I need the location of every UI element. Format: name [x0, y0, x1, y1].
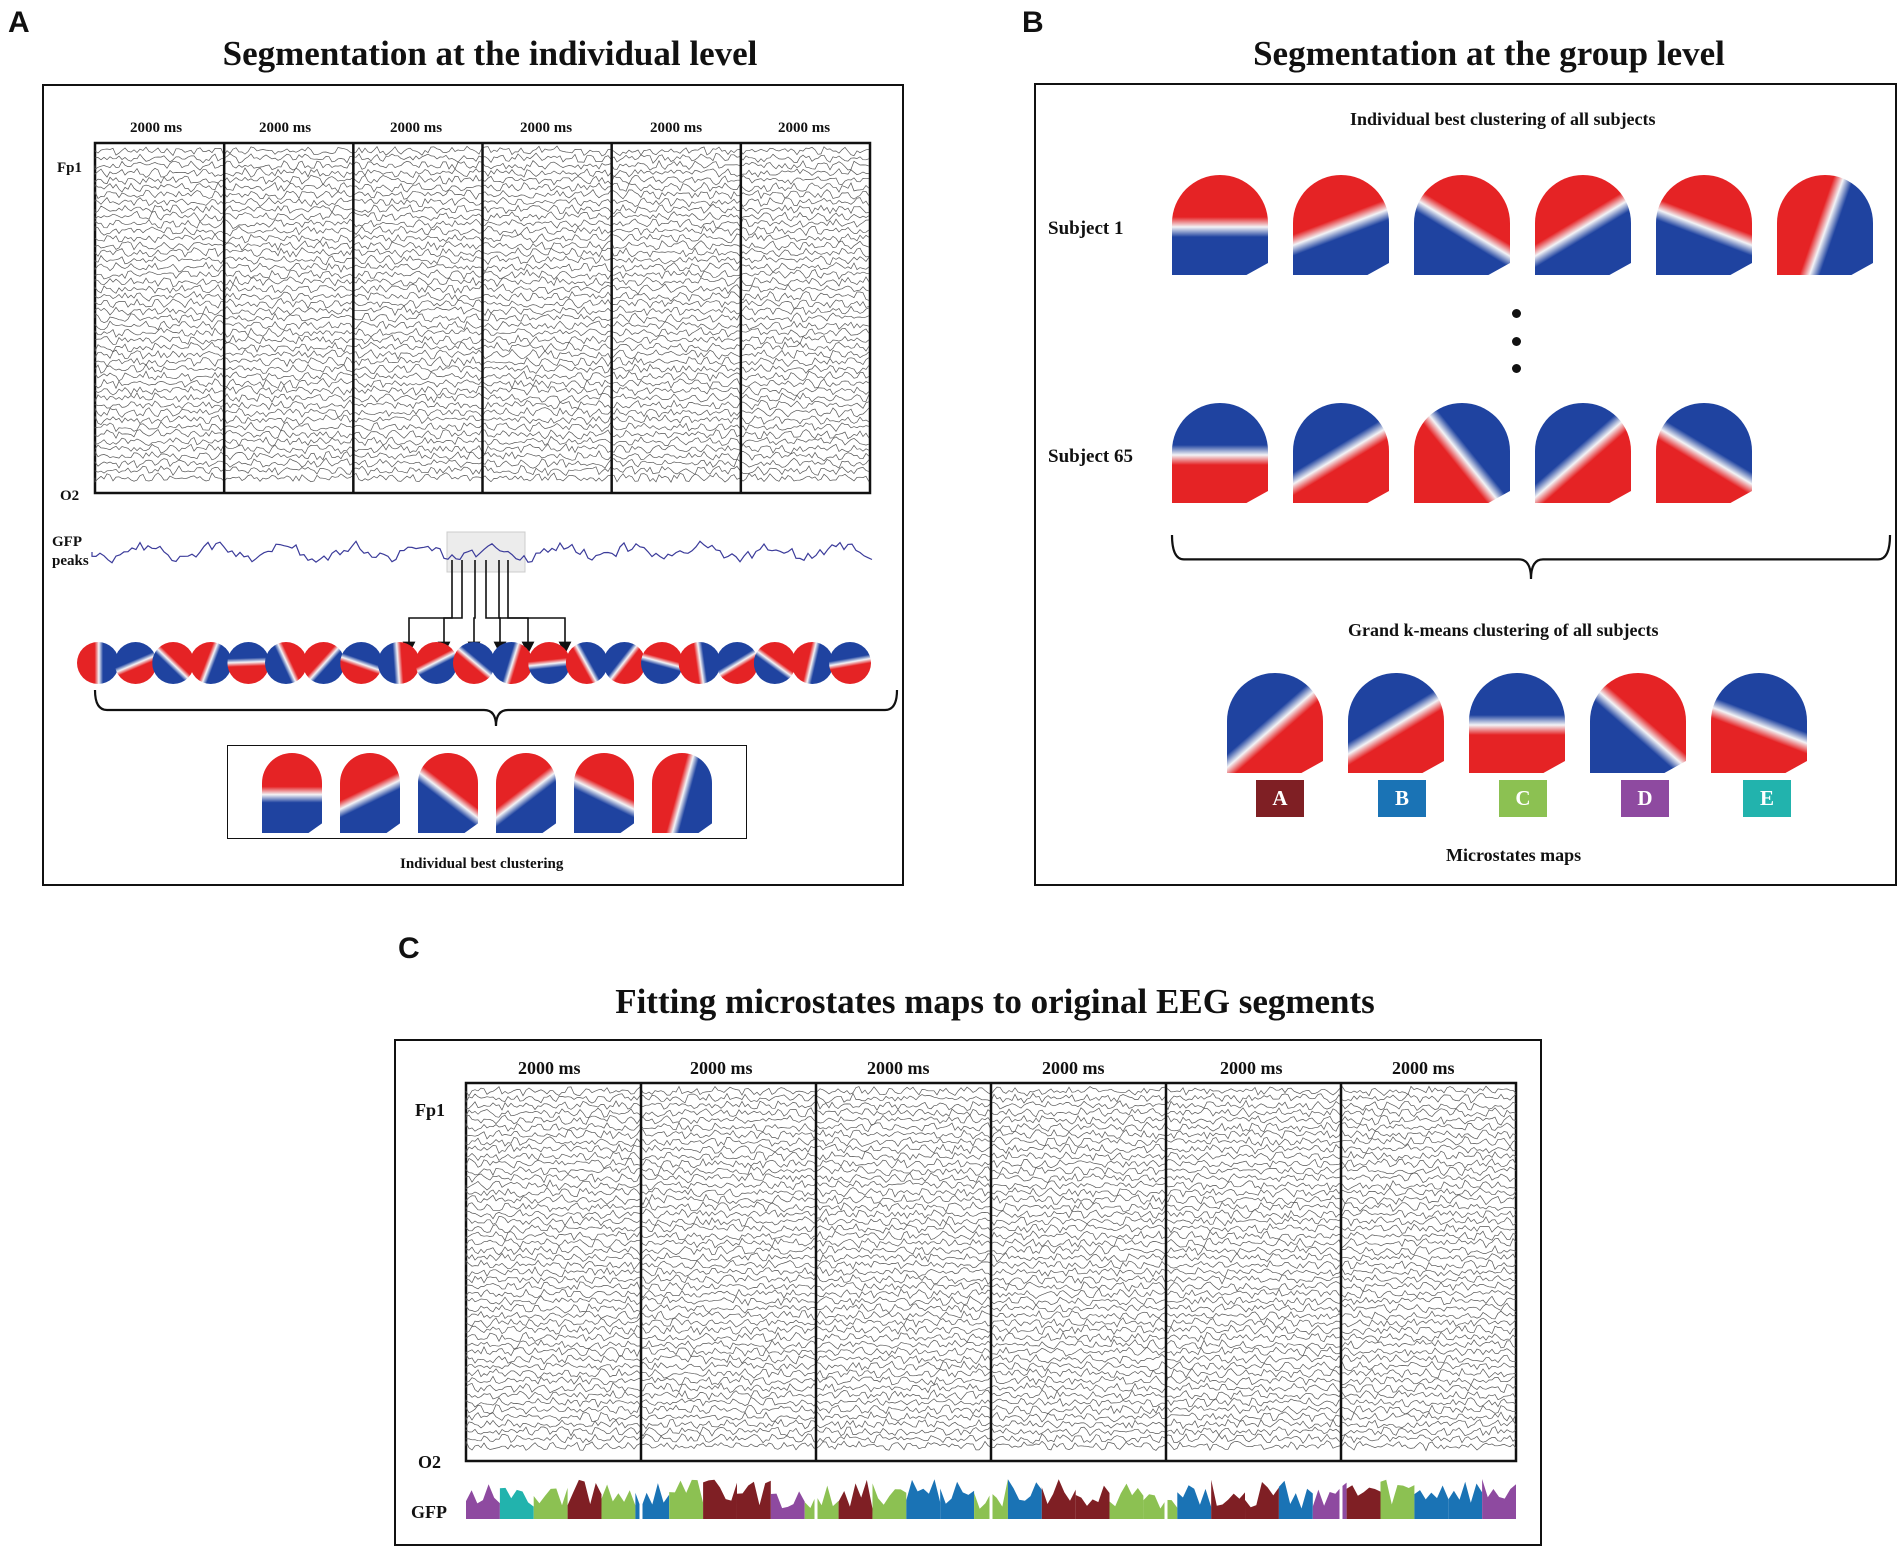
- individual-clustering-caption: Individual best clustering: [400, 856, 564, 872]
- eeg-traces-panel-a: [93, 141, 872, 495]
- grand-microstate-maps: [1227, 673, 1807, 773]
- microstate-box-d: D: [1621, 780, 1669, 817]
- eeg-traces-panel-c: [464, 1081, 1518, 1463]
- peak-arrows: [402, 560, 572, 655]
- panel-b-letter: B: [1022, 6, 1044, 39]
- channel-label-bottom: O2: [418, 1452, 442, 1472]
- gfp-peak-maps-row: [77, 642, 871, 684]
- segment-label: 2000 ms: [867, 1058, 930, 1078]
- segment-label: 2000 ms: [778, 120, 831, 136]
- segment-label: 2000 ms: [1042, 1058, 1105, 1078]
- ellipsis-dot: [1512, 337, 1521, 346]
- individual-clusters-box: [227, 745, 747, 839]
- gfp-label-line2: peaks: [52, 553, 89, 569]
- panel-a-frame: [42, 84, 904, 886]
- segment-label: 2000 ms: [690, 1058, 753, 1078]
- panel-a-title: Segmentation at the individual level: [222, 34, 758, 73]
- channel-label-bottom: O2: [60, 488, 80, 504]
- subject-first-label: Subject 1: [1048, 218, 1124, 239]
- segment-label: 2000 ms: [518, 1058, 581, 1078]
- channel-label-top: Fp1: [57, 160, 83, 176]
- gfp-label-line1: GFP: [52, 534, 82, 550]
- panel-c-title: Fitting microstates maps to original EEG…: [615, 982, 1375, 1021]
- ellipsis-dot: [1512, 364, 1521, 373]
- panel-c-letter: C: [398, 932, 420, 965]
- segment-label: 2000 ms: [520, 120, 573, 136]
- panel-c-frame: [394, 1039, 1542, 1546]
- gfp-microstate-fit: [466, 1471, 1516, 1519]
- microstate-box-e: E: [1743, 780, 1791, 817]
- grand-heading: Grand k-means clustering of all subjects: [1348, 620, 1659, 640]
- gfp-label-c: GFP: [411, 1502, 447, 1522]
- brace-panel-b: [1170, 534, 1892, 580]
- microstates-caption: Microstates maps: [1446, 845, 1582, 865]
- brace-panel-a: [93, 689, 899, 727]
- segment-label: 2000 ms: [650, 120, 703, 136]
- subject-65-maps: [1172, 403, 1752, 503]
- subject-1-maps: [1172, 175, 1873, 275]
- segment-label: 2000 ms: [130, 120, 183, 136]
- microstate-box-b: B: [1378, 780, 1426, 817]
- panel-b-frame: [1034, 83, 1897, 886]
- panel-a-letter: A: [8, 6, 30, 39]
- microstate-box-c: C: [1499, 780, 1547, 817]
- segment-label: 2000 ms: [390, 120, 443, 136]
- individual-cluster-maps: [262, 753, 712, 833]
- ellipsis-dot: [1512, 309, 1521, 318]
- microstate-box-a: A: [1256, 780, 1304, 817]
- segment-label: 2000 ms: [1392, 1058, 1455, 1078]
- panel-b-title: Segmentation at the group level: [1253, 34, 1725, 73]
- segment-label: 2000 ms: [259, 120, 312, 136]
- channel-label-top: Fp1: [415, 1100, 446, 1120]
- segment-label: 2000 ms: [1220, 1058, 1283, 1078]
- gfp-label: GFP peaks: [52, 533, 89, 571]
- subject-last-label: Subject 65: [1048, 446, 1133, 467]
- individual-heading: Individual best clustering of all subjec…: [1350, 109, 1656, 129]
